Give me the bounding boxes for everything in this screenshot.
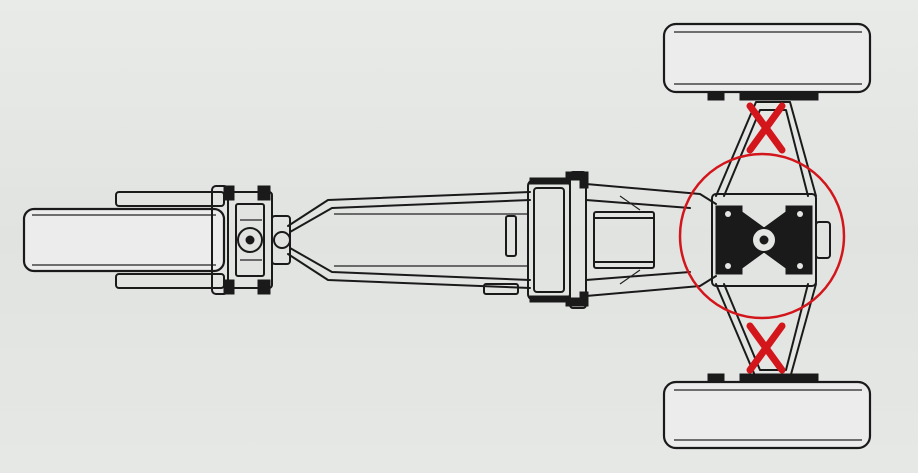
frame-rails <box>287 191 531 295</box>
steering-mechanism <box>711 193 831 287</box>
seat-block <box>527 171 589 309</box>
front-wheel-top <box>662 22 872 101</box>
rear-wheel <box>22 207 226 273</box>
annotations <box>678 102 846 374</box>
highlight-circle <box>678 152 846 320</box>
front-wheel-bottom <box>662 373 872 450</box>
lower-cross <box>746 322 786 374</box>
front-frame <box>579 175 717 305</box>
rear-hub-assembly <box>211 185 291 295</box>
upper-cross <box>746 102 786 154</box>
